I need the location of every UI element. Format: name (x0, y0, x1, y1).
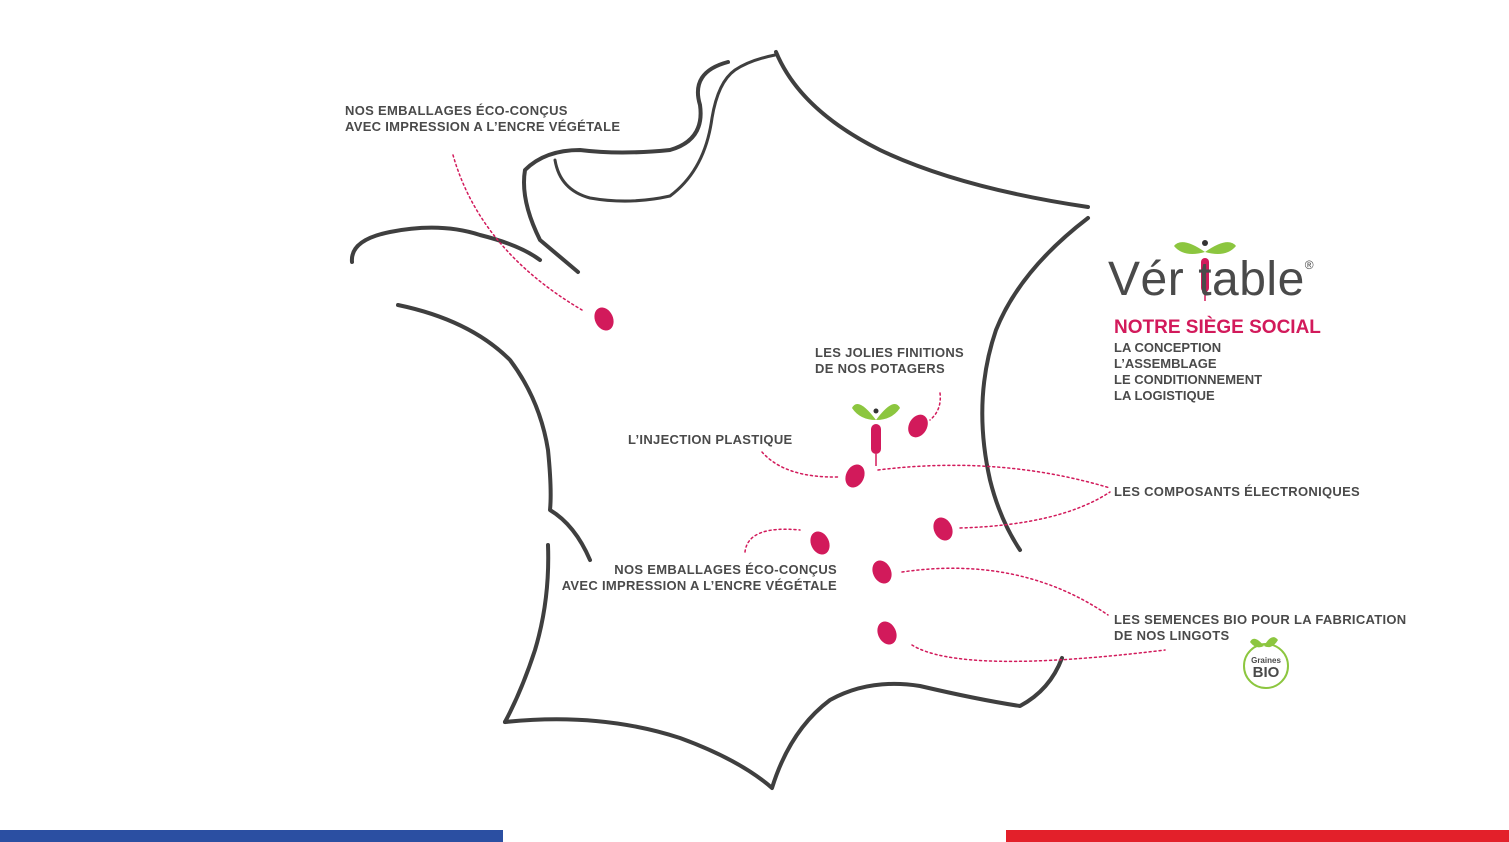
seed-marker-seeds-2 (877, 621, 897, 645)
label-packaging-west: NOS EMBALLAGES ÉCO-CONÇUS AVEC IMPRESSIO… (345, 103, 621, 134)
seed-marker-finishing (908, 414, 928, 438)
seed-marker-seeds-1 (872, 560, 892, 584)
badge-text-top: Graines (1251, 656, 1281, 665)
map-outline-northeast (774, 50, 1090, 209)
leader-electronics-2 (959, 491, 1111, 529)
hq-item-logistics: LA LOGISTIQUE (1114, 388, 1215, 403)
leader-seeds-2 (911, 644, 1166, 663)
label-injection: L’INJECTION PLASTIQUE (628, 432, 793, 447)
leader-injection (761, 451, 839, 478)
leader-packaging-south (744, 528, 801, 553)
leader-seeds-1 (901, 567, 1109, 616)
map-outline-brittany (349, 225, 542, 264)
leader-finishing (929, 392, 942, 421)
seed-marker-packaging-west (594, 307, 614, 331)
brand-suffix: table (1198, 253, 1305, 306)
label-electronics: LES COMPOSANTS ÉLECTRONIQUES (1114, 484, 1361, 499)
flag-stripe-red (1006, 830, 1509, 842)
map-outline-west (396, 303, 592, 562)
badge-leaf-icon (1243, 637, 1289, 689)
leader-electronics-1 (877, 464, 1111, 489)
logo-sprout-icon (1174, 240, 1236, 301)
map-outline-east (980, 216, 1090, 552)
seed-marker-electronics (933, 517, 953, 541)
map-outline-cotentin (553, 53, 777, 203)
label-finishing: LES JOLIES FINITIONS DE NOS POTAGERS (815, 345, 965, 376)
registered-mark: ® (1304, 258, 1315, 272)
organic-seeds-badge: Graines BIO (1238, 632, 1294, 690)
headquarters-title: NOTRE SIÈGE SOCIAL (1114, 317, 1321, 338)
hq-item-conception: LA CONCEPTION (1114, 340, 1222, 355)
flag-stripe-blue (0, 830, 503, 842)
hq-item-assembly: L’ASSEMBLAGE (1114, 356, 1217, 371)
headquarters-list: LA CONCEPTION L’ASSEMBLAGE LE CONDITIONN… (1114, 340, 1262, 404)
label-seeds: LES SEMENCES BIO POUR LA FABRICATION DE … (1114, 612, 1407, 643)
radish-sprout-icon (852, 404, 900, 466)
map-outline-north (522, 60, 730, 274)
brand-prefix: Vér (1108, 253, 1185, 306)
seed-marker-packaging-south (810, 531, 830, 555)
hq-item-packaging: LE CONDITIONNEMENT (1114, 372, 1263, 387)
label-packaging-south: NOS EMBALLAGES ÉCO-CONÇUS AVEC IMPRESSIO… (561, 562, 837, 593)
map-outline-south (503, 656, 1064, 790)
seed-marker-injection (845, 464, 865, 488)
badge-text-bottom: BIO (1252, 664, 1280, 681)
map-outline-southwest (503, 543, 551, 724)
